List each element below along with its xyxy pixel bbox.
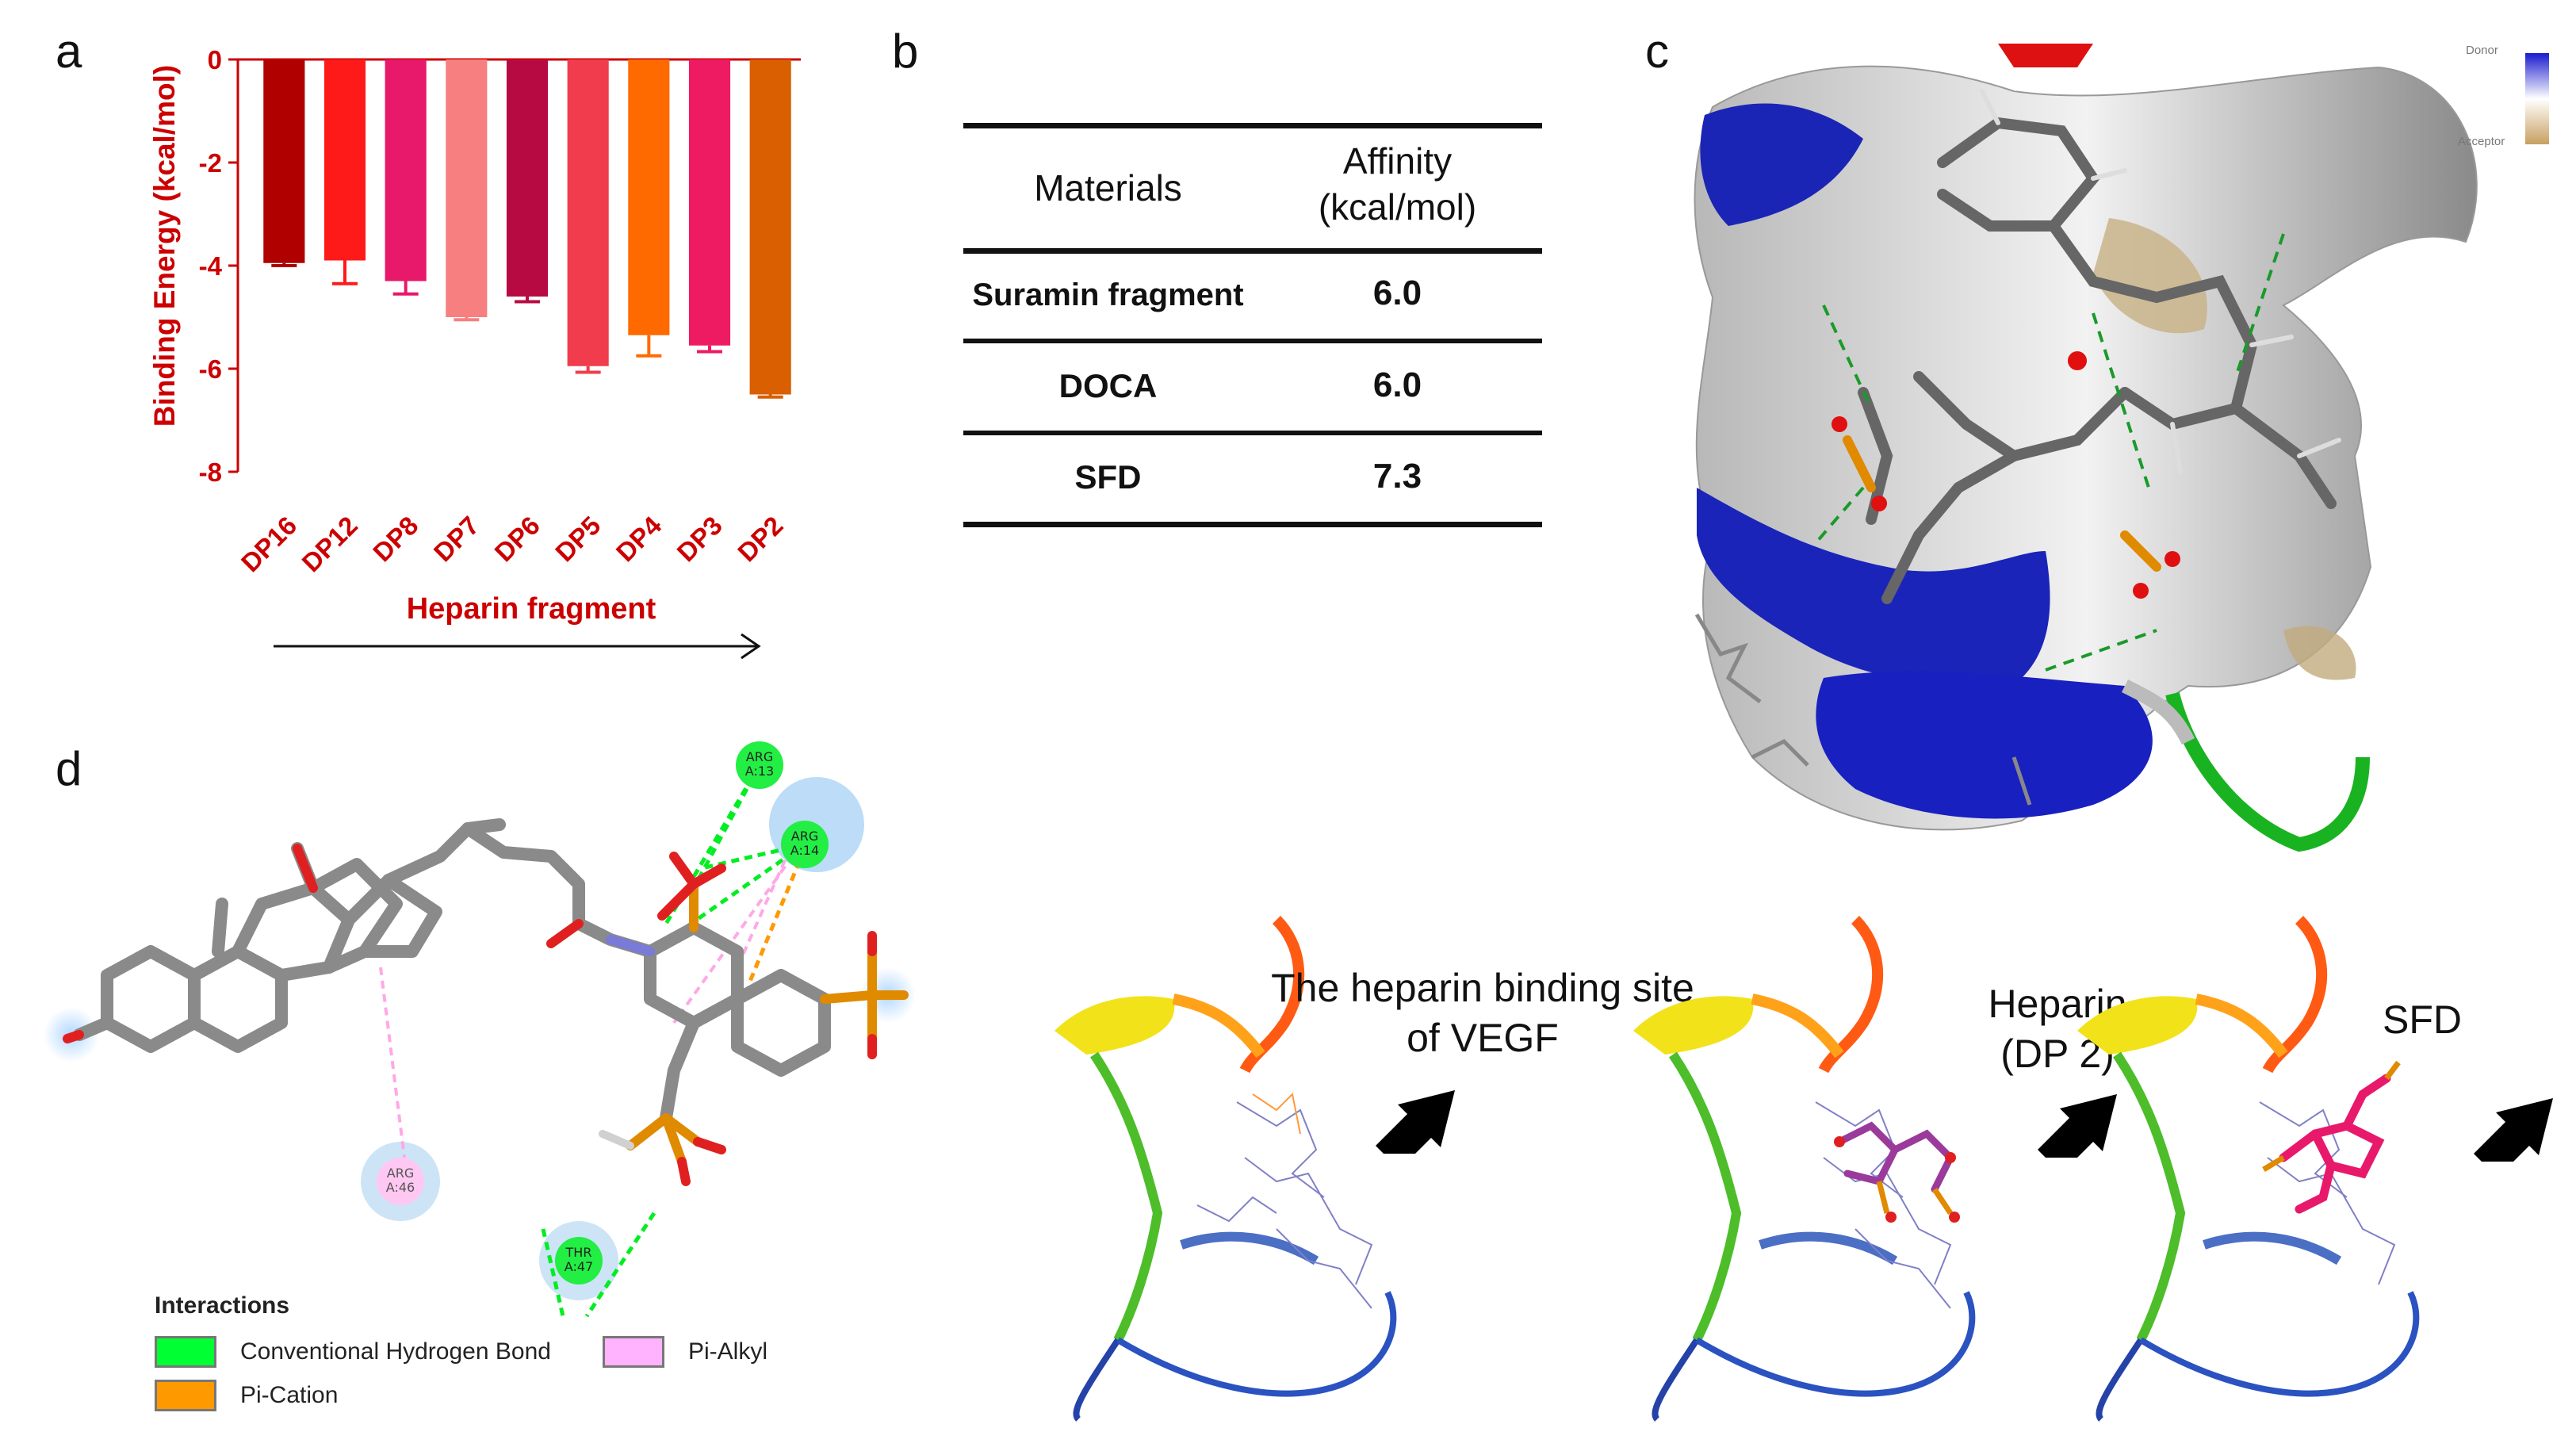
interaction-legend: Interactions Conventional Hydrogen Bond … — [155, 1292, 868, 1427]
affinity-table: Materials Affinity (kcal/mol) Suramin fr… — [963, 115, 1542, 535]
y-tick-label: -4 — [199, 251, 223, 281]
donor-acceptor-legend: Donor Acceptor — [2458, 44, 2561, 155]
x-tick-label-dp6: DP6 — [488, 511, 545, 568]
residue-arg-a46-id: A:46 — [386, 1180, 415, 1195]
x-tick-label-dp7: DP7 — [428, 511, 485, 568]
table-bottom-rule — [963, 522, 1542, 527]
x-tick-label-dp5: DP5 — [549, 511, 607, 568]
table-row-3-material: SFD — [1074, 458, 1142, 496]
sfd-label: SFD — [2383, 997, 2462, 1042]
bar-dp4 — [628, 59, 670, 335]
panel-label-c: c — [1645, 25, 1669, 78]
bar-dp12 — [323, 59, 366, 261]
panel-label-a: a — [56, 25, 82, 78]
table-row-2-material: DOCA — [1058, 367, 1158, 404]
heparin-dp2-ribbon — [1633, 916, 1976, 1422]
residue-arg-a13-id: A:13 — [745, 764, 774, 779]
table-header-affinity: Affinity (kcal/mol) — [1318, 140, 1477, 228]
binding-site-label: The heparin binding site of VEGF — [1271, 966, 1694, 1060]
residue-arg-a14: ARG — [791, 829, 818, 844]
legend-pi-cation: Pi-Cation — [155, 1380, 338, 1411]
legend-pi-alkyl: Pi-Alkyl — [603, 1336, 767, 1368]
bar-dp16 — [263, 59, 305, 263]
residue-arg-a46: ARG — [387, 1166, 414, 1181]
long-arrow — [274, 633, 761, 660]
docking-surface-image — [1694, 44, 2478, 852]
table-row-rule-2 — [963, 431, 1542, 435]
residue-thr-a47: THR — [565, 1245, 592, 1260]
x-tick-label-dp2: DP2 — [732, 511, 789, 568]
panel-label-b: b — [892, 25, 919, 78]
legend-donor-label: Donor — [2466, 44, 2498, 57]
x-tick-label-dp16: DP16 — [235, 511, 303, 578]
donor-acceptor-gradient — [2525, 53, 2549, 144]
y-tick-label: 0 — [208, 45, 222, 75]
legend-title: Interactions — [155, 1292, 290, 1319]
table-row-1-material: Suramin fragment — [972, 278, 1244, 312]
table-header-materials: Materials — [1034, 167, 1182, 209]
y-axis-label: Binding Energy (kcal/mol) — [148, 65, 181, 427]
binding-site-arrow — [1376, 1090, 1455, 1154]
heparin-arrow — [2038, 1094, 2117, 1158]
x-tick-label-dp12: DP12 — [296, 511, 363, 578]
interaction-diagram-2d: ARG A:13 ARG A:14 ARG A:46 THR A:47 — [44, 741, 916, 1318]
bar-dp5 — [567, 59, 609, 366]
residue-thr-a47-id: A:47 — [565, 1259, 593, 1274]
legend-acceptor-label: Acceptor — [2458, 135, 2505, 148]
pi-cation-swatch — [155, 1380, 216, 1411]
x-axis-label: Heparin fragment — [407, 592, 656, 626]
y-tick-label: -2 — [199, 148, 222, 178]
bar-dp8 — [385, 59, 427, 281]
legend-hydrogen-bond-label: Conventional Hydrogen Bond — [240, 1338, 551, 1365]
residue-arg-a13: ARG — [746, 749, 773, 764]
bar-dp7 — [446, 59, 488, 317]
residue-arg-a14-id: A:14 — [790, 843, 819, 858]
table-row-1-affinity: 6.0 — [1372, 274, 1422, 312]
vegf-binding-site-ribbon — [1055, 916, 1397, 1422]
x-tick-label-dp4: DP4 — [611, 510, 668, 567]
table-row-3-affinity: 7.3 — [1372, 457, 1422, 496]
table-header-rule — [963, 248, 1542, 254]
y-tick-label: -6 — [199, 354, 222, 384]
hydrogen-bond-swatch — [155, 1336, 216, 1368]
legend-pi-alkyl-label: Pi-Alkyl — [688, 1338, 768, 1365]
sfd-ribbon — [2077, 916, 2420, 1422]
legend-hydrogen-bond: Conventional Hydrogen Bond — [155, 1336, 551, 1368]
table-top-rule — [963, 123, 1542, 128]
bar-dp6 — [506, 59, 549, 297]
table-row-rule-1 — [963, 339, 1542, 343]
pi-alkyl-swatch — [603, 1336, 664, 1368]
bar-dp3 — [688, 59, 731, 346]
table-row-2-affinity: 6.0 — [1372, 366, 1422, 404]
x-tick-label-dp8: DP8 — [367, 511, 424, 568]
bar-dp2 — [749, 59, 791, 395]
y-tick-label: -8 — [199, 458, 222, 487]
sfd-arrow — [2474, 1098, 2553, 1162]
x-tick-label-dp3: DP3 — [671, 511, 728, 568]
legend-pi-cation-label: Pi-Cation — [240, 1382, 339, 1408]
panel-label-d: d — [56, 742, 82, 795]
